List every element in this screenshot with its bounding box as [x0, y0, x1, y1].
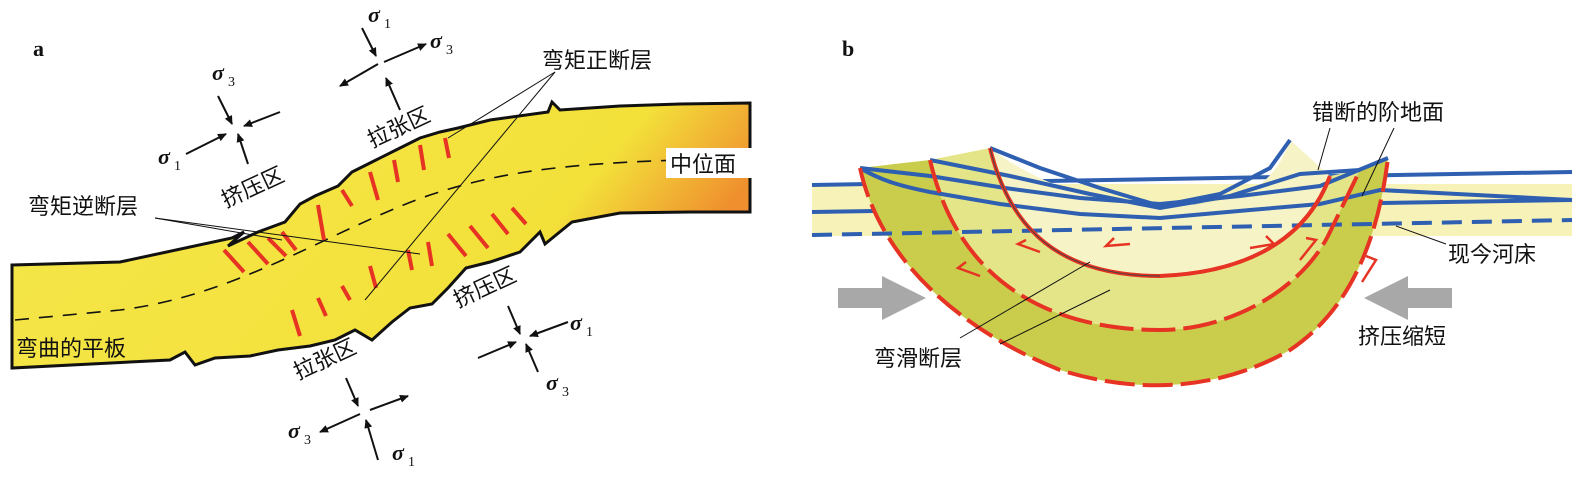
svg-text:σ: σ	[570, 310, 583, 335]
svg-text:σ: σ	[546, 370, 559, 395]
stress-symbol-bottom	[319, 377, 409, 461]
panel-b: b	[811, 36, 1573, 388]
svg-text:σ: σ	[430, 28, 443, 53]
normal-fault-ticks-bottom	[290, 241, 434, 337]
stress-symbol-top	[339, 27, 427, 111]
neutral-plane-line	[14, 157, 746, 321]
reverse-fault-label: 弯矩逆断层	[28, 195, 138, 220]
reverse-fault-ticks-right	[446, 206, 528, 258]
flexural-slip-fault-label: 弯滑断层	[874, 347, 962, 372]
present-riverbed-label: 现今河床	[1448, 243, 1536, 268]
present-riverbed-line	[811, 218, 1573, 237]
faulted-terrace-label: 错断的阶地面	[1312, 101, 1444, 126]
leader-lines-a	[154, 71, 556, 301]
folded-terrace-lines	[858, 138, 1573, 221]
svg-text:σ: σ	[212, 60, 225, 85]
stress-symbol-right	[477, 305, 569, 373]
fold-layer-middle	[930, 148, 1360, 330]
svg-text:3: 3	[446, 43, 453, 58]
svg-text:σ: σ	[368, 2, 381, 27]
svg-text:σ: σ	[392, 440, 405, 465]
compression-zone-left-label: 挤压区	[218, 163, 288, 214]
panel-a: a	[10, 2, 752, 470]
reverse-fault-ticks-left	[222, 230, 298, 274]
svg-text:1: 1	[586, 325, 593, 340]
compression-shortening-label: 挤压缩短	[1358, 325, 1446, 350]
fold-layer-outer	[860, 158, 1388, 386]
normal-fault-ticks-top	[316, 137, 451, 241]
leader-lines-b	[959, 127, 1447, 345]
stress-symbol-left	[185, 95, 281, 165]
normal-fault-label: 弯矩正断层	[542, 49, 652, 74]
compression-arrow-right	[1364, 276, 1452, 320]
panel-a-label: a	[33, 36, 44, 61]
svg-text:3: 3	[228, 75, 235, 90]
svg-text:3: 3	[304, 433, 311, 448]
plate-label: 弯曲的平板	[16, 337, 126, 362]
layer-boundary	[989, 147, 1161, 277]
svg-text:1: 1	[384, 17, 391, 32]
neutral-plane-label: 中位面	[670, 153, 736, 178]
svg-text:3: 3	[562, 385, 569, 400]
compression-arrow-left	[838, 276, 926, 320]
panel-b-label: b	[842, 36, 854, 61]
slip-arrows	[955, 235, 1378, 283]
svg-text:σ: σ	[288, 418, 301, 443]
svg-text:1: 1	[174, 159, 181, 174]
svg-text:σ: σ	[158, 144, 171, 169]
neutral-plane-label-bg	[666, 148, 752, 178]
svg-text:1: 1	[408, 455, 415, 470]
bent-plate	[10, 99, 752, 370]
